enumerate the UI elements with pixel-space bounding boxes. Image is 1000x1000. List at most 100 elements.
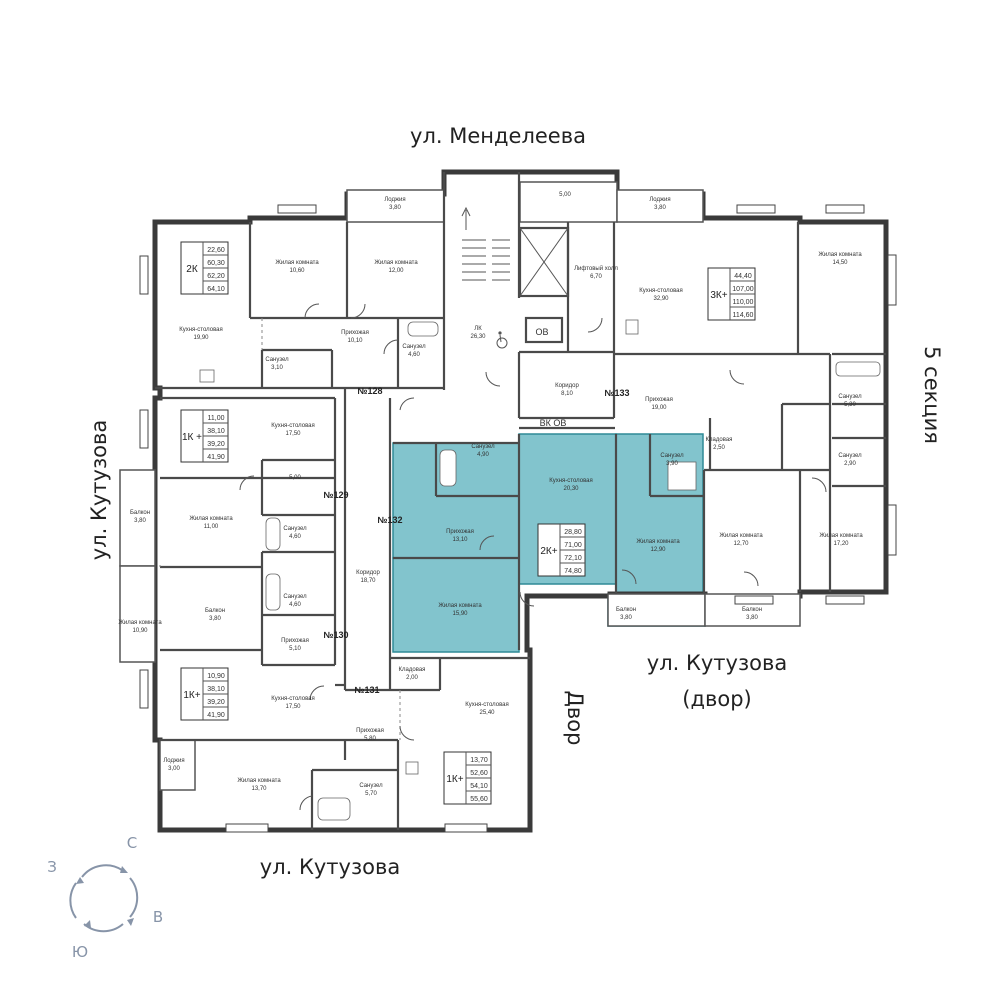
street-labels: ул. Менделеева ул. Кутузова ул. Кутузова… — [87, 124, 944, 879]
room-area: 3,80 — [389, 205, 401, 211]
room-area: 20,30 — [563, 486, 579, 492]
room-area: 3,90 — [666, 461, 678, 467]
room-label: Прихожая 19,00 — [645, 397, 673, 411]
apartment-numbers: №128 №129 №130 №131 №132 №133 ОВ ВК ОВ — [323, 327, 629, 695]
apartment-number[interactable]: №129 — [323, 490, 348, 500]
room-name: Коридор — [555, 383, 579, 389]
room-area: 8,10 — [561, 391, 573, 397]
room-area: 10,10 — [347, 338, 363, 344]
apartment-number[interactable]: №130 — [323, 630, 348, 640]
room-area: 3,00 — [168, 766, 180, 772]
room-name: Жилая комната — [275, 260, 319, 266]
apartment-area-value: 39,20 — [207, 699, 225, 706]
room-area: 4,60 — [289, 534, 301, 540]
room-label: Балкон 3,80 — [742, 607, 762, 621]
room-label: Коридор 8,10 — [555, 383, 579, 397]
street-label-top: ул. Менделеева — [410, 124, 586, 148]
windows — [139, 204, 897, 833]
room-label: Санузел 4,60 — [402, 344, 426, 358]
room-area: 5,30 — [844, 402, 856, 408]
room-label: Санузел 3,90 — [660, 453, 684, 467]
room-name: Санузел — [838, 453, 862, 459]
interior-walls — [155, 172, 886, 830]
room-name: Жилая комната — [819, 533, 863, 539]
room-name: Жилая комната — [818, 252, 862, 258]
apartment-type: 1К + — [182, 432, 202, 443]
room-name: Кладовая — [706, 437, 733, 443]
room-name: ЛК — [474, 326, 482, 332]
room-area: 2,90 — [844, 461, 856, 467]
room-name: Прихожая — [645, 397, 673, 403]
room-name: Прихожая — [446, 529, 474, 535]
service-label: ВК ОВ — [540, 418, 567, 428]
room-area: 17,20 — [833, 541, 849, 547]
room-area: 3,80 — [209, 616, 221, 622]
apartment-number[interactable]: №128 — [357, 386, 382, 396]
apartment-area-value: 74,80 — [564, 568, 582, 575]
room-name: Жилая комната — [636, 539, 680, 545]
apartment-area-value: 71,00 — [564, 542, 582, 549]
apartment-area-value: 44,40 — [734, 273, 752, 280]
apartment-type: 3К+ — [710, 290, 727, 301]
apartment-info-boxes: 2К22,6060,3062,2064,103К+44,40107,00110,… — [180, 241, 756, 805]
room-area: 19,00 — [651, 405, 667, 411]
apartment-area-value: 28,80 — [564, 529, 582, 536]
apartment-number[interactable]: №131 — [354, 685, 379, 695]
room-area: 3,80 — [134, 518, 146, 524]
room-area: 5,10 — [289, 646, 301, 652]
apartment-number[interactable]: №133 — [604, 388, 629, 398]
room-name: Жилая комната — [719, 533, 763, 539]
apartment-area-value: 11,00 — [208, 415, 225, 422]
room-name: Коридор — [356, 570, 380, 576]
apartment-area-value: 114,60 — [733, 312, 754, 319]
room-area: 11,00 — [204, 524, 219, 530]
apartment-type: 2К — [186, 264, 198, 275]
room-name: Кухня-столовая — [271, 423, 315, 429]
room-name: Балкон — [742, 607, 762, 613]
apartment-area-value: 38,10 — [207, 686, 225, 693]
arrow-icon — [120, 866, 128, 873]
room-area: 4,60 — [408, 352, 420, 358]
compass-west: З — [47, 858, 57, 876]
balconies — [119, 181, 801, 791]
apartment-area-value: 41,90 — [207, 712, 225, 719]
street-label-yard: ул. Кутузова — [647, 651, 787, 675]
service-label: ОВ — [535, 327, 548, 337]
bathtub-icon — [317, 797, 351, 821]
room-area: 3,80 — [746, 615, 758, 621]
room-name: Санузел — [402, 344, 426, 350]
staircase — [461, 206, 510, 281]
apartment-area-value: 39,20 — [207, 441, 225, 448]
room-name: Санузел — [660, 453, 684, 459]
room-name: Кухня-столовая — [639, 288, 683, 294]
apartment-area-value: 107,00 — [732, 286, 754, 293]
section-label: 5 секция — [920, 346, 944, 444]
room-name: Кухня-столовая — [465, 702, 509, 708]
room-label: Жилая комната 17,20 — [819, 533, 863, 547]
apartment-number[interactable]: №132 — [377, 515, 402, 525]
arrow-icon — [127, 918, 134, 926]
street-label-left: ул. Кутузова — [87, 420, 111, 560]
room-label: Кладовая 2,50 — [706, 437, 733, 451]
room-area: 2,50 — [713, 445, 725, 451]
apartment-area-value: 62,20 — [207, 273, 225, 280]
shower-icon — [667, 461, 697, 491]
apartment-area-value: 64,10 — [207, 286, 225, 293]
